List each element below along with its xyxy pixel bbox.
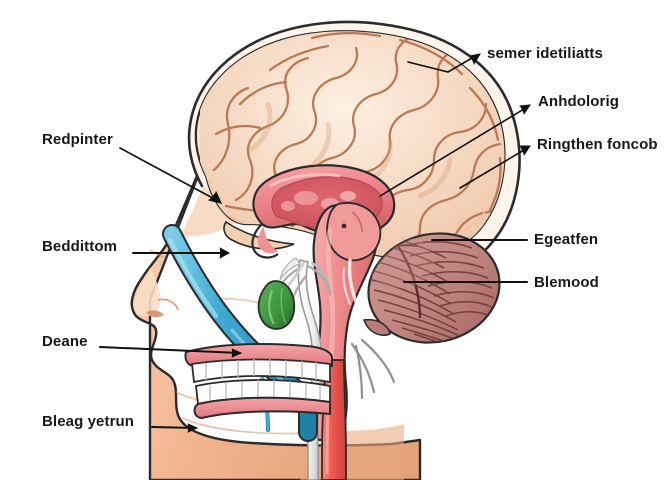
label-blemood: Blemood (534, 274, 599, 291)
leader-redpinter (119, 147, 223, 204)
label-ringthen-foncob: Ringthen foncob (537, 136, 658, 153)
leader-lines (99, 53, 532, 433)
label-bleag-yetrun: Bleag yetrun (42, 413, 135, 430)
mouth (184, 343, 333, 420)
leader-beddittom (132, 247, 231, 259)
label-deane: Deane (42, 333, 88, 350)
leader-semer-idetiliatts (407, 53, 482, 73)
cerebellum (366, 232, 501, 353)
leader-bleag-yetrun (151, 423, 199, 433)
label-semer-idetiliatts: semer idetiliatts (487, 45, 603, 62)
leader-deane (99, 346, 243, 358)
green-organ (257, 261, 306, 330)
label-redpinter: Redpinter (42, 131, 113, 148)
label-egeatfen: Egeatfen (534, 231, 599, 248)
label-beddittom: Beddittom (42, 238, 118, 255)
leader-anhdolorig (379, 104, 532, 197)
nerve-strands (350, 338, 396, 400)
upper-teeth (191, 358, 331, 384)
label-anhdolorig: Anhdolorig (538, 93, 619, 110)
leader-ringthen-foncob (459, 145, 531, 189)
